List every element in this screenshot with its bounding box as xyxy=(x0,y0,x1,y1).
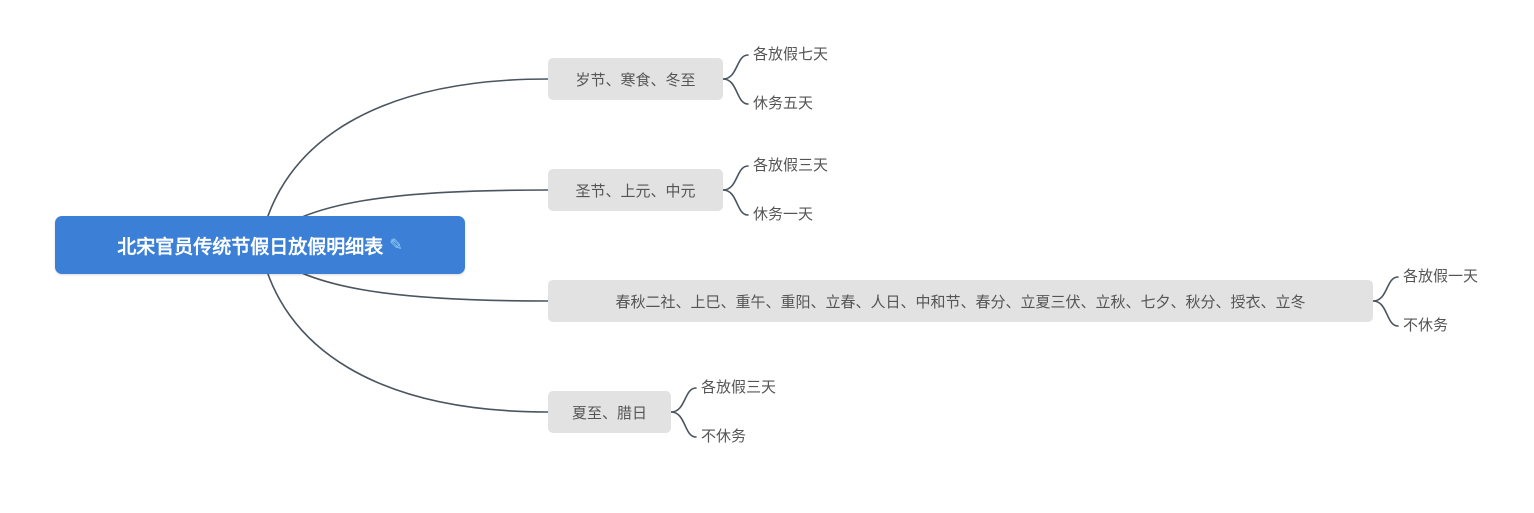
connector-branch-3-leaf-1 xyxy=(1372,276,1399,302)
leaf-topic-2-2[interactable]: 休务一天 xyxy=(753,206,814,223)
branch-topic-1-label: 岁节、寒食、冬至 xyxy=(575,71,696,89)
branch-topic-3-label: 春秋二社、上巳、重午、重阳、立春、人日、中和节、春分、立夏三伏、立秋、七夕、秋分… xyxy=(615,293,1306,311)
leaf-topic-4-2[interactable]: 不休务 xyxy=(701,428,747,445)
leaf-topic-1-1[interactable]: 各放假七天 xyxy=(753,46,829,63)
branch-topic-2-label: 圣节、上元、中元 xyxy=(575,182,696,200)
branch-topic-2[interactable]: 圣节、上元、中元 xyxy=(548,169,723,211)
branch-topic-1[interactable]: 岁节、寒食、冬至 xyxy=(548,58,723,100)
root-topic[interactable]: 北宋官员传统节假日放假明细表 ✎ xyxy=(55,216,465,274)
branch-topic-4-label: 夏至、腊日 xyxy=(571,404,647,422)
connector-branch-3-leaf-2 xyxy=(1372,300,1399,327)
branch-topic-3[interactable]: 春秋二社、上巳、重午、重阳、立春、人日、中和节、春分、立夏三伏、立秋、七夕、秋分… xyxy=(548,280,1373,322)
connector-branch-1-leaf-2 xyxy=(722,78,749,105)
connector-root-branch-1 xyxy=(259,78,549,246)
connector-branch-2-leaf-2 xyxy=(722,189,749,216)
leaf-topic-4-1[interactable]: 各放假三天 xyxy=(701,379,777,396)
leaf-topic-1-2[interactable]: 休务五天 xyxy=(753,95,814,112)
leaf-topic-2-1[interactable]: 各放假三天 xyxy=(753,157,829,174)
connector-branch-4-leaf-1 xyxy=(670,387,697,413)
root-topic-label: 北宋官员传统节假日放假明细表 xyxy=(117,236,384,258)
connector-root-branch-4 xyxy=(259,244,549,413)
edit-icon[interactable]: ✎ xyxy=(389,237,403,254)
connector-branch-2-leaf-1 xyxy=(722,165,749,191)
connector-branch-1-leaf-1 xyxy=(722,54,749,80)
branch-topic-4[interactable]: 夏至、腊日 xyxy=(548,391,671,433)
leaf-topic-3-1[interactable]: 各放假一天 xyxy=(1403,268,1479,285)
connector-branch-4-leaf-2 xyxy=(670,411,697,438)
leaf-topic-3-2[interactable]: 不休务 xyxy=(1403,317,1449,334)
